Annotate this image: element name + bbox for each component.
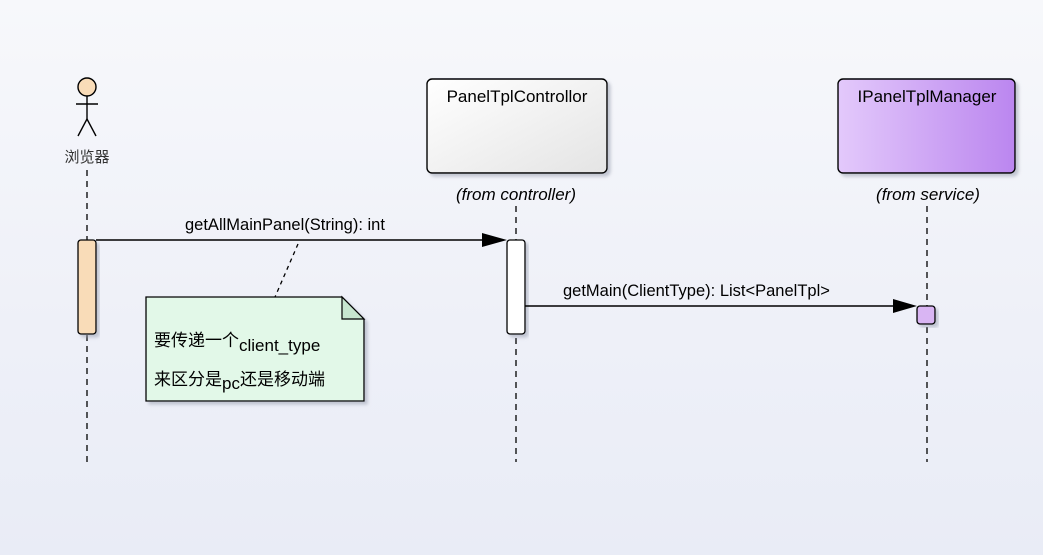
actor-head <box>77 77 97 97</box>
actor-browser[interactable]: 浏览器 <box>64 77 110 166</box>
participant-controller-name: PanelTplControllor <box>447 87 588 106</box>
participant-manager-from: (from service) <box>876 185 980 204</box>
note-connector <box>274 243 299 298</box>
activation-controller[interactable] <box>506 239 526 335</box>
actor-leg-left <box>77 118 88 137</box>
actor-leg-right <box>86 118 97 137</box>
note-body <box>145 296 365 402</box>
note-line-1-en: client_type <box>239 336 320 355</box>
activation-browser[interactable] <box>77 239 97 335</box>
activation-manager[interactable] <box>916 305 936 325</box>
note[interactable]: 要传递一个client_type 来区分是pc还是移动端 <box>145 295 366 402</box>
participant-manager-name: IPanelTplManager <box>858 87 997 106</box>
message-getmain[interactable]: getMain(ClientType): List<PanelTpl> <box>525 282 917 313</box>
note-line-2-zh-a: 来区分是 <box>154 370 222 390</box>
note-fold-icon <box>341 295 366 320</box>
participant-controller[interactable]: PanelTplControllor (from controller) <box>426 78 608 204</box>
arrowhead-icon <box>482 233 507 247</box>
participant-controller-box <box>426 78 608 174</box>
participant-manager[interactable]: IPanelTplManager (from service) <box>837 78 1016 204</box>
note-line-2: 来区分是pc还是移动端 <box>154 370 325 393</box>
actor-label: 浏览器 <box>64 148 109 166</box>
arrowhead-icon <box>893 299 917 313</box>
message-label: getAllMainPanel(String): int <box>185 216 385 234</box>
message-getallmainpanel[interactable]: getAllMainPanel(String): int <box>96 216 507 247</box>
note-line-2-en: pc <box>222 374 240 393</box>
participant-manager-box <box>837 78 1016 174</box>
note-line-1: 要传递一个client_type <box>154 331 320 355</box>
participant-controller-from: (from controller) <box>456 185 576 204</box>
note-line-2-zh-b: 还是移动端 <box>240 370 325 390</box>
message-label: getMain(ClientType): List<PanelTpl> <box>563 282 830 300</box>
note-line-1-zh: 要传递一个 <box>154 331 239 351</box>
